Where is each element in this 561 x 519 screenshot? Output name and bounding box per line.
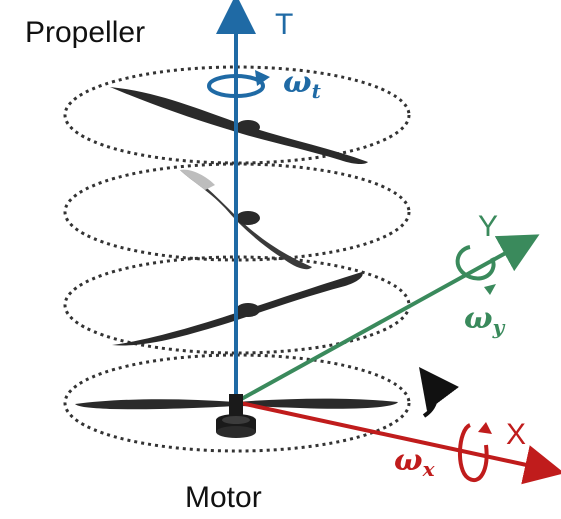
x-axis-label: X xyxy=(506,418,526,451)
propeller-blade-3 xyxy=(112,272,363,346)
omega-x-rotation-arrow xyxy=(457,422,492,482)
omega-x-symbol: ω xyxy=(394,443,423,478)
omega-t-rotation-arrow xyxy=(207,70,270,98)
motor-icon xyxy=(216,394,256,438)
omega-t-label: ωt xyxy=(283,65,322,103)
omega-x-label: ωx xyxy=(394,443,436,481)
y-axis-label: Y xyxy=(478,210,498,243)
propeller-label: Propeller xyxy=(25,16,145,49)
omega-y-symbol: ω xyxy=(464,301,493,336)
propeller-blades xyxy=(75,87,398,410)
omega-y-label: ωy xyxy=(464,301,506,339)
motor-spin-arrow xyxy=(419,366,459,418)
motor-label: Motor xyxy=(185,481,262,514)
x-axis-line xyxy=(235,400,561,485)
y-axis-line xyxy=(235,234,540,404)
propeller-blade-2 xyxy=(180,169,312,270)
omega-t-symbol: ω xyxy=(283,65,312,100)
omega-t-subscript: t xyxy=(312,79,322,103)
omega-y-subscript: y xyxy=(492,315,506,339)
propeller-blade-1 xyxy=(110,87,368,165)
thrust-axis-label: T xyxy=(275,8,293,41)
omega-x-subscript: x xyxy=(422,457,436,481)
omega-y-rotation-arrow xyxy=(455,245,496,295)
